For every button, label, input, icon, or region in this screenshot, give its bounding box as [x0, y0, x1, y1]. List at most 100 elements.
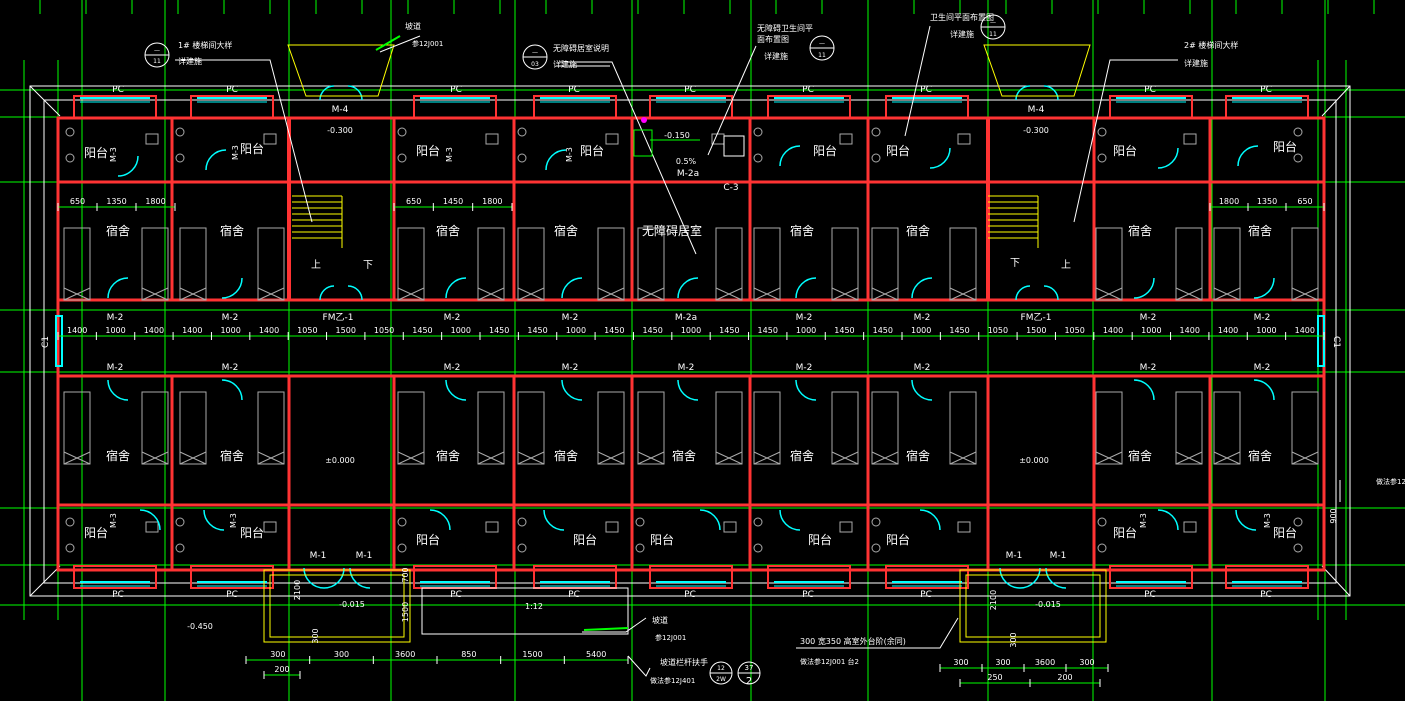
toilet — [145, 133, 159, 145]
door-swing — [107, 277, 129, 299]
svg-text:11: 11 — [989, 31, 997, 38]
dimension-label: 300 — [270, 650, 285, 659]
door-label-m2: M-2 — [1254, 313, 1271, 323]
bed-mark — [1095, 287, 1123, 301]
note-rail: 坡道栏杆扶手 — [660, 657, 708, 667]
door-swing — [545, 149, 567, 171]
door-swing — [1133, 379, 1155, 401]
basin — [753, 543, 763, 553]
window-label-c3: C-3 — [723, 183, 738, 193]
bed-mark — [477, 287, 505, 301]
svg-text:2: 2 — [746, 676, 752, 687]
door-label-m3: M-3 — [1263, 513, 1272, 528]
dimension-label: 1500 — [401, 602, 410, 622]
basin — [753, 517, 763, 527]
basin — [635, 543, 645, 553]
bed — [1095, 227, 1123, 301]
dimension-label: 1450 — [758, 326, 778, 335]
dimension-label: 1350 — [106, 197, 126, 206]
double-door-swing — [1015, 85, 1031, 101]
roof-inner-outline — [43, 99, 1337, 584]
bed-mark — [1213, 451, 1241, 465]
room-label-dorm: 宿舍 — [1128, 223, 1152, 238]
room-label-dorm: 宿舍 — [106, 448, 130, 463]
dimension-label: 1000 — [911, 326, 931, 335]
dimension-label: 1000 — [1256, 326, 1276, 335]
door-label-m1: M-1 — [1006, 551, 1023, 561]
room-label-balcony: 阳台 — [1273, 139, 1297, 154]
bed — [637, 227, 665, 301]
toilet — [145, 521, 159, 533]
bed — [179, 391, 207, 465]
stair-down-label: 下 — [363, 260, 373, 271]
room-label-balcony: 阳台 — [886, 143, 910, 158]
entry-door-swing — [1019, 567, 1041, 589]
dimension-label: 1450 — [412, 326, 432, 335]
accessible-wc-fixture — [633, 129, 653, 157]
room-label-balcony: 阳台 — [1113, 525, 1137, 540]
window-label-pc: PC — [684, 590, 696, 600]
toilet — [485, 133, 499, 145]
door-swing — [203, 509, 225, 531]
dimension-label: 650 — [406, 197, 421, 206]
room-label-dorm: 宿舍 — [1248, 448, 1272, 463]
door-label-m3: M-3 — [231, 145, 240, 160]
roof-hip — [1321, 85, 1351, 117]
basin — [175, 517, 185, 527]
basin — [175, 127, 185, 137]
double-door-swing — [347, 85, 363, 101]
basin — [871, 127, 881, 137]
bed-mark — [949, 451, 977, 465]
note-rail-ref: 做法参12J401 — [650, 676, 695, 685]
bed — [715, 227, 743, 301]
door-swing — [677, 277, 699, 299]
room-label-dorm: 宿舍 — [906, 223, 930, 238]
window-bay — [1109, 565, 1193, 589]
dimension-label: 1000 — [220, 326, 240, 335]
bed-mark — [715, 451, 743, 465]
elevation-entry-right: -0.015 — [1035, 600, 1061, 609]
leader-line — [175, 59, 313, 223]
note-ramp-bottom-ref: 参12J001 — [655, 633, 686, 642]
door-label-m2: M-2 — [222, 313, 239, 323]
window-label-pc: PC — [226, 85, 238, 95]
room-label-accessible: 无障碍居室 — [642, 223, 702, 238]
bed — [1175, 391, 1203, 465]
basin — [753, 127, 763, 137]
bed-mark — [637, 451, 665, 465]
door-swing — [445, 379, 467, 401]
svg-text:03: 03 — [531, 61, 539, 68]
detail-callout: — 11 — [144, 42, 170, 68]
door-swing — [117, 155, 139, 177]
bed — [871, 227, 899, 301]
door-label-m3: M-3 — [565, 147, 574, 162]
basin — [397, 153, 407, 163]
bed — [831, 227, 859, 301]
window-bay — [649, 95, 733, 119]
door-label-m2: M-2 — [444, 363, 461, 373]
dimension-label: 300 — [953, 658, 968, 667]
door-label-m1: M-1 — [310, 551, 327, 561]
window-bay — [767, 565, 851, 589]
detail-callout: — 03 — [522, 44, 548, 70]
dimension-label: 1400 — [1180, 326, 1200, 335]
room-label-balcony: 阳台 — [416, 143, 440, 158]
door-swing — [677, 379, 699, 401]
note-accessible: 无障碍居室说明 — [553, 43, 609, 53]
end-window — [55, 315, 63, 367]
entry-door-swing — [303, 567, 325, 589]
window-label-pc: PC — [226, 590, 238, 600]
dimension-label: 1000 — [566, 326, 586, 335]
note-stair2: 2# 楼梯间大样 — [1184, 40, 1238, 50]
bed-mark — [831, 287, 859, 301]
bed — [63, 391, 91, 465]
toilet — [263, 521, 277, 533]
door-swing — [779, 145, 801, 167]
note-arrow — [583, 627, 629, 631]
dimension-label: 300 — [995, 658, 1010, 667]
door-swing — [1237, 145, 1259, 167]
window-label-pc: PC — [450, 85, 462, 95]
bed — [597, 391, 625, 465]
door-swing — [1157, 147, 1179, 169]
room-label-dorm: 宿舍 — [1248, 223, 1272, 238]
